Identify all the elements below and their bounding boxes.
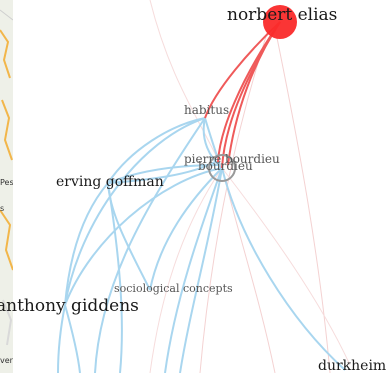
edge-goffman-habitus [107,117,206,184]
label-sociological-concepts[interactable]: sociological concepts [114,282,233,295]
edge-giddens-habitus [64,117,206,306]
edge-giddens-down-1 [57,304,66,373]
node-norbert-elias [263,5,297,39]
edge-bourdieu-down-1 [179,167,223,373]
red-edges [204,21,281,169]
edge-giddens-goffman [64,182,109,306]
faint-edge [221,167,276,373]
faint-edge [149,0,223,169]
blue-edges [57,117,346,373]
map-label: ven [0,356,13,365]
edge-bourdieu-down-2 [164,167,223,373]
label-erving-goffman[interactable]: erving goffman [56,174,164,190]
edge-giddens-bourdieu [64,167,223,306]
faint-edge [221,167,351,366]
edge-bourdieu-durkheim [221,167,346,371]
map-label: s [0,204,5,213]
node-pierre-bourdieu [208,154,236,182]
faint-edge [274,27,331,373]
map-roads [0,9,13,346]
edge-habitus-down [94,117,206,373]
map-label: Pes [0,178,13,187]
label-habitus[interactable]: habitus [184,103,230,117]
faint-edge [199,29,269,373]
faint-edge [149,167,223,373]
edge-elias-bourdieu-3 [227,21,281,166]
edge-elias-bourdieu-2 [217,21,281,163]
edge-concepts-bourdieu [149,167,223,291]
map-thumbnail[interactable]: Pes s ven [0,0,13,373]
edge-habitus-bourdieu-2 [202,117,223,169]
label-durkheim[interactable]: durkheim [318,358,386,373]
label-bourdieu[interactable]: bourdieu [198,159,253,173]
edge-concepts-goffman [107,182,151,291]
label-pierre-bourdieu[interactable]: pierre bourdieu [184,152,280,166]
label-norbert-elias[interactable]: norbert elias [227,5,338,25]
faint-edges [149,0,351,373]
edge-giddens-down-2 [64,304,81,373]
edge-goffman-down [107,182,123,373]
label-anthony-giddens[interactable]: anthony giddens [0,296,139,316]
